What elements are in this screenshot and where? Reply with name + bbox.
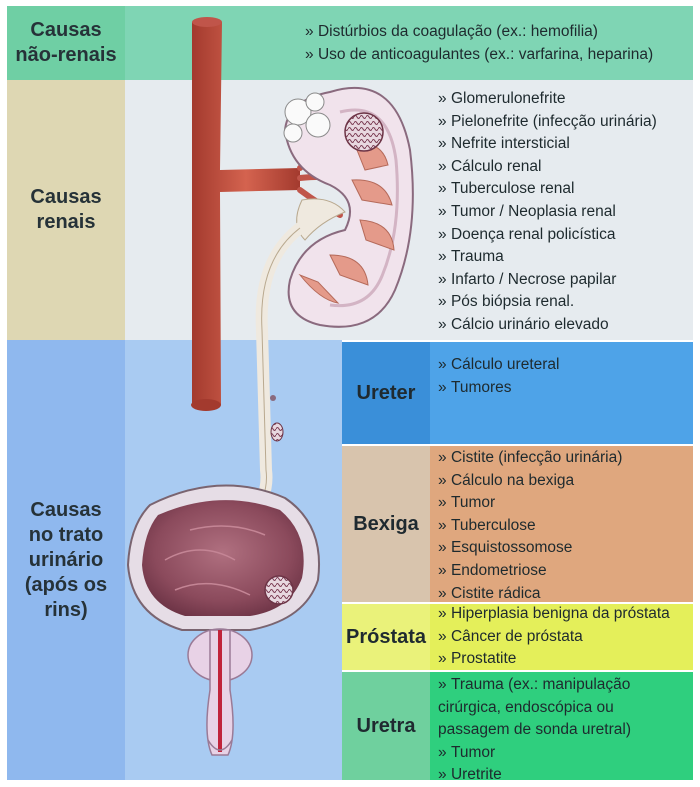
urethra-icon <box>207 630 233 755</box>
kidney-icon <box>284 88 413 327</box>
bladder-icon <box>128 486 319 630</box>
ureter-stone-icon <box>270 395 276 401</box>
ureter-stone-icon <box>271 423 283 441</box>
